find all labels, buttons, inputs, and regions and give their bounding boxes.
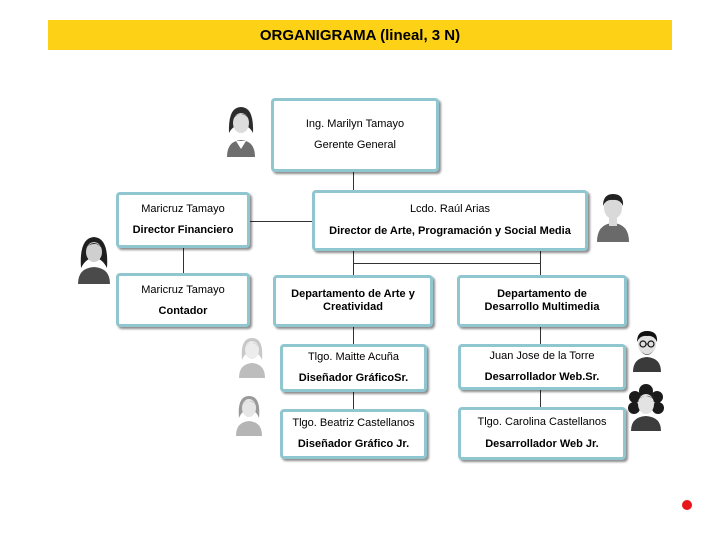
- node-name: Tlgo. Carolina Castellanos: [477, 416, 607, 429]
- node-name: Maricruz Tamayo: [141, 202, 225, 215]
- connector-line: [540, 390, 541, 407]
- page-title: ORGANIGRAMA (lineal, 3 N): [259, 26, 461, 44]
- connector-line: [540, 327, 541, 344]
- connector-line: [353, 263, 541, 264]
- connector-line: [249, 221, 312, 222]
- woman-avatar-icon: [236, 396, 262, 436]
- connector-line: [540, 251, 541, 263]
- node-name: Tlgo. Maitte Acuña: [307, 350, 400, 363]
- node-grafico-sr: Tlgo. Maitte Acuña Diseñador GráficoSr.: [280, 344, 427, 392]
- connector-line: [540, 263, 541, 275]
- node-name: Juan Jose de la Torre: [489, 349, 595, 362]
- node-role: Diseñador Gráfico Jr.: [297, 438, 410, 450]
- node-role: Desarrollador Web.Sr.: [484, 371, 600, 383]
- node-director-arte: Lcdo. Raúl Arias Director de Arte, Progr…: [312, 190, 588, 251]
- connector-line: [353, 251, 354, 263]
- node-name: Maricruz Tamayo: [141, 284, 225, 296]
- node-name: Lcdo. Raúl Arias: [409, 203, 491, 216]
- node-role: Desarrollador Web Jr.: [485, 437, 599, 450]
- connector-line: [353, 392, 354, 409]
- connector-line: [183, 248, 184, 273]
- node-gerente-general: Ing. Marilyn Tamayo Gerente General: [271, 98, 439, 172]
- node-grafico-jr: Tlgo. Beatriz Castellanos Diseñador Gráf…: [280, 409, 427, 459]
- node-dept-label: Departamento de Arte y Creatividad: [291, 287, 415, 313]
- node-name: Ing. Marilyn Tamayo: [305, 117, 405, 130]
- node-dept-label: Departamento de Desarrollo Multimedia: [484, 287, 600, 313]
- curly-woman-avatar-icon: [628, 384, 664, 431]
- node-role: Director Financiero: [132, 224, 234, 236]
- woman-dark-avatar-icon: [78, 237, 110, 284]
- node-role: Gerente General: [314, 139, 396, 151]
- node-contador: Maricruz Tamayo Contador: [116, 273, 250, 327]
- node-dept-multimedia: Departamento de Desarrollo Multimedia: [457, 275, 627, 327]
- girl-avatar-icon: [239, 338, 265, 378]
- connector-line: [353, 172, 354, 192]
- node-name: Tlgo. Beatriz Castellanos: [292, 416, 415, 429]
- connector-line: [353, 327, 354, 344]
- node-dept-arte: Departamento de Arte y Creatividad: [273, 275, 433, 327]
- node-director-financiero: Maricruz Tamayo Director Financiero: [116, 192, 250, 248]
- man-avatar-icon: [597, 194, 629, 242]
- node-role: Diseñador GráficoSr.: [298, 372, 409, 384]
- woman-avatar-icon: [227, 107, 255, 157]
- connector-line: [353, 263, 354, 275]
- node-role: Director de Arte, Programación y Social …: [329, 224, 571, 237]
- node-web-sr: Juan Jose de la Torre Desarrollador Web.…: [458, 344, 626, 390]
- red-dot-marker: [682, 500, 692, 510]
- title-bar: ORGANIGRAMA (lineal, 3 N): [48, 20, 672, 50]
- node-web-jr: Tlgo. Carolina Castellanos Desarrollador…: [458, 407, 626, 460]
- node-role: Contador: [158, 305, 208, 318]
- man-glasses-avatar-icon: [633, 331, 661, 372]
